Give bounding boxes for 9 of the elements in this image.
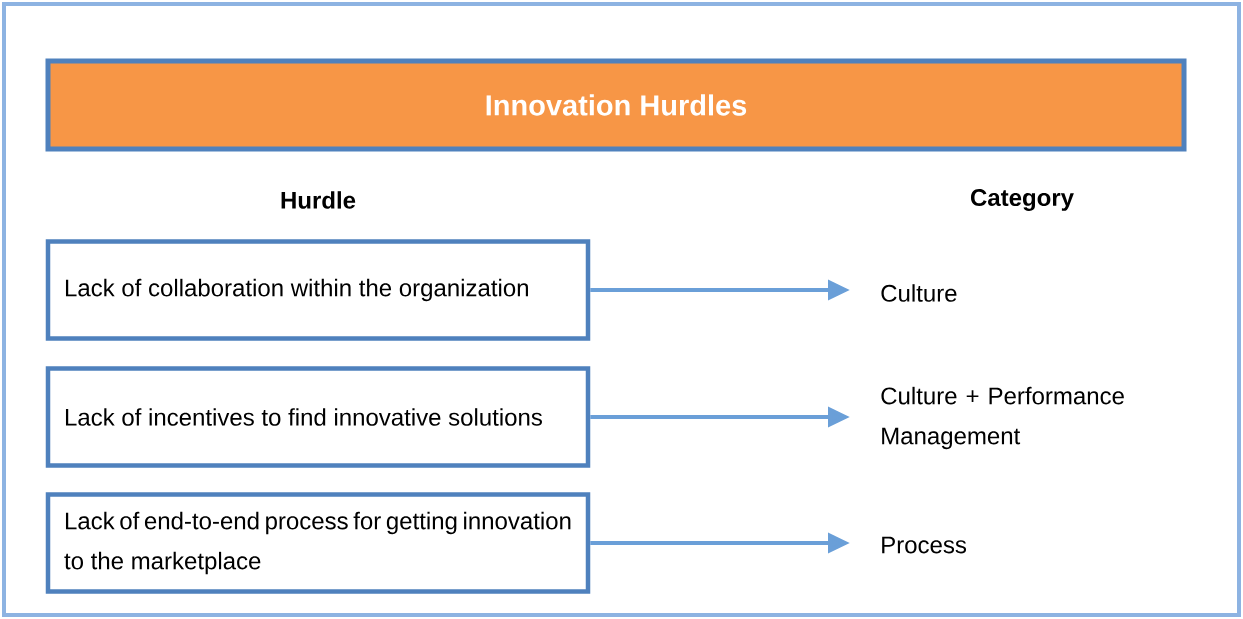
hurdle-box: Lack of end-to-end process for getting innovation to the marketplace [45, 492, 591, 594]
category-text: Culture [881, 284, 957, 302]
title-banner: Innovation Hurdles [45, 58, 1187, 152]
column-header: Category [971, 189, 1074, 211]
category-text: Culture + Performance Management [881, 386, 1124, 450]
hurdle-box: Lack of collaboration within the organization [45, 239, 591, 341]
category-text: Process [882, 536, 967, 554]
hurdle-box: Lack of incentives to find innovative solutions [45, 366, 591, 468]
column-header: Hurdle [281, 191, 356, 209]
